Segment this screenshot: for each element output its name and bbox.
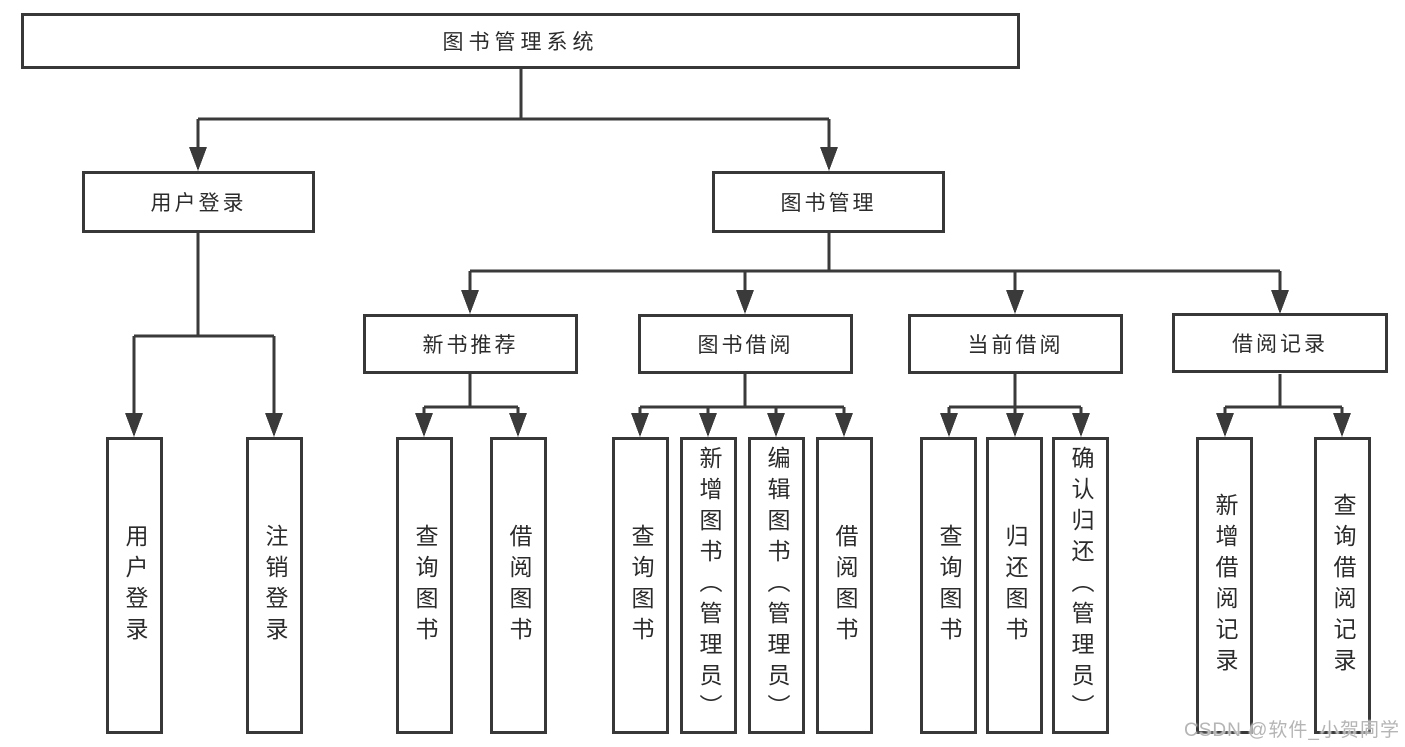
node-query-borrow-record-label: 查询借阅记录 [1330,492,1356,679]
node-library-management-system-label: 图书管理系统 [442,31,599,54]
node-book-borrowing: 图书借阅 [638,314,853,374]
node-query-borrow-record: 查询借阅记录 [1314,437,1371,734]
node-borrowing-records-label: 借阅记录 [1232,333,1328,356]
node-user-login: 用户登录 [82,171,315,233]
connector-book-borrowing-to-children [631,374,853,437]
connector-book-management-to-level3 [461,233,1289,314]
node-borrow-books-1: 借阅图书 [490,437,547,734]
node-borrowing-records: 借阅记录 [1172,313,1388,373]
node-edit-book-admin-label: 编辑图书（管理员） [764,446,790,725]
connector-new-book-recommend-to-children [415,374,527,437]
connector-borrowing-records-to-children [1216,374,1351,437]
csdn-watermark: CSDN @软件_小贺同学 [1184,720,1400,741]
node-book-management: 图书管理 [712,171,945,233]
node-return-books-label: 归还图书 [1002,523,1028,648]
node-user-login-label: 用户登录 [150,192,247,215]
node-edit-book-admin: 编辑图书（管理员） [748,437,805,734]
node-query-books-2-label: 查询图书 [628,523,654,648]
connector-current-borrowing-to-children [940,374,1090,437]
node-current-borrowing: 当前借阅 [908,314,1123,374]
node-query-books-1-label: 查询图书 [412,523,438,648]
node-query-books-3: 查询图书 [920,437,977,734]
node-query-books-3-label: 查询图书 [936,523,962,648]
node-borrow-books-2: 借阅图书 [816,437,873,734]
node-borrow-books-2-label: 借阅图书 [832,523,858,648]
node-library-management-system: 图书管理系统 [21,13,1020,69]
node-confirm-return-admin: 确认归还（管理员） [1052,437,1109,734]
node-return-books: 归还图书 [986,437,1043,734]
connector-root-to-level2 [189,69,838,171]
node-logout-leaf-label: 注销登录 [262,523,288,648]
node-add-borrow-record: 新增借阅记录 [1196,437,1253,734]
node-borrow-books-1-label: 借阅图书 [506,523,532,648]
node-query-books-2: 查询图书 [612,437,669,734]
node-book-management-label: 图书管理 [780,192,877,215]
node-query-books-1: 查询图书 [396,437,453,734]
node-logout-leaf: 注销登录 [246,437,303,734]
node-add-book-admin-label: 新增图书（管理员） [696,446,722,725]
node-user-login-leaf-label: 用户登录 [122,523,148,648]
node-user-login-leaf: 用户登录 [106,437,163,734]
node-add-borrow-record-label: 新增借阅记录 [1212,492,1238,679]
connector-user-login-to-children [125,233,283,437]
node-book-borrowing-label: 图书借阅 [697,334,794,357]
node-new-book-recommend: 新书推荐 [363,314,578,374]
node-current-borrowing-label: 当前借阅 [967,334,1064,357]
node-add-book-admin: 新增图书（管理员） [680,437,737,734]
node-confirm-return-admin-label: 确认归还（管理员） [1068,446,1094,725]
node-new-book-recommend-label: 新书推荐 [422,334,519,357]
